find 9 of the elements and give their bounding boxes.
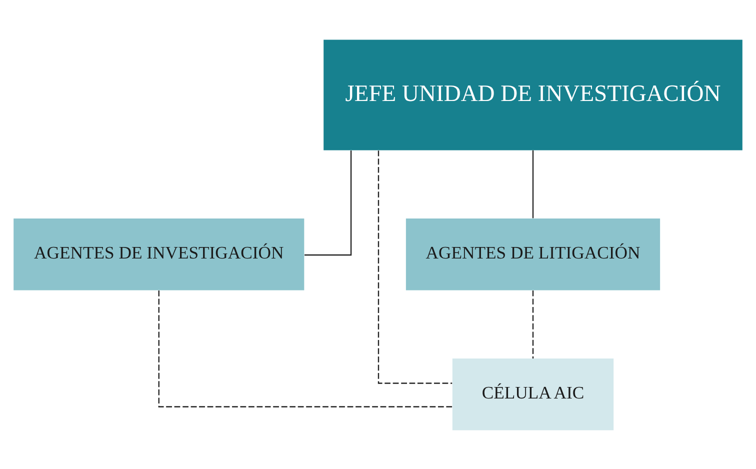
connector (304, 150, 352, 256)
connector (532, 150, 534, 218)
connector (532, 290, 534, 358)
node-box: JEFE UNIDAD DE INVESTIGACIÓN (324, 39, 742, 150)
node-box: CÉLULA AIC (452, 358, 614, 430)
connector (378, 150, 452, 384)
node-box: AGENTES DE LITIGACIÓN (406, 218, 660, 290)
connector (158, 290, 452, 407)
node-box: AGENTES DE INVESTIGACIÓN (14, 218, 304, 290)
